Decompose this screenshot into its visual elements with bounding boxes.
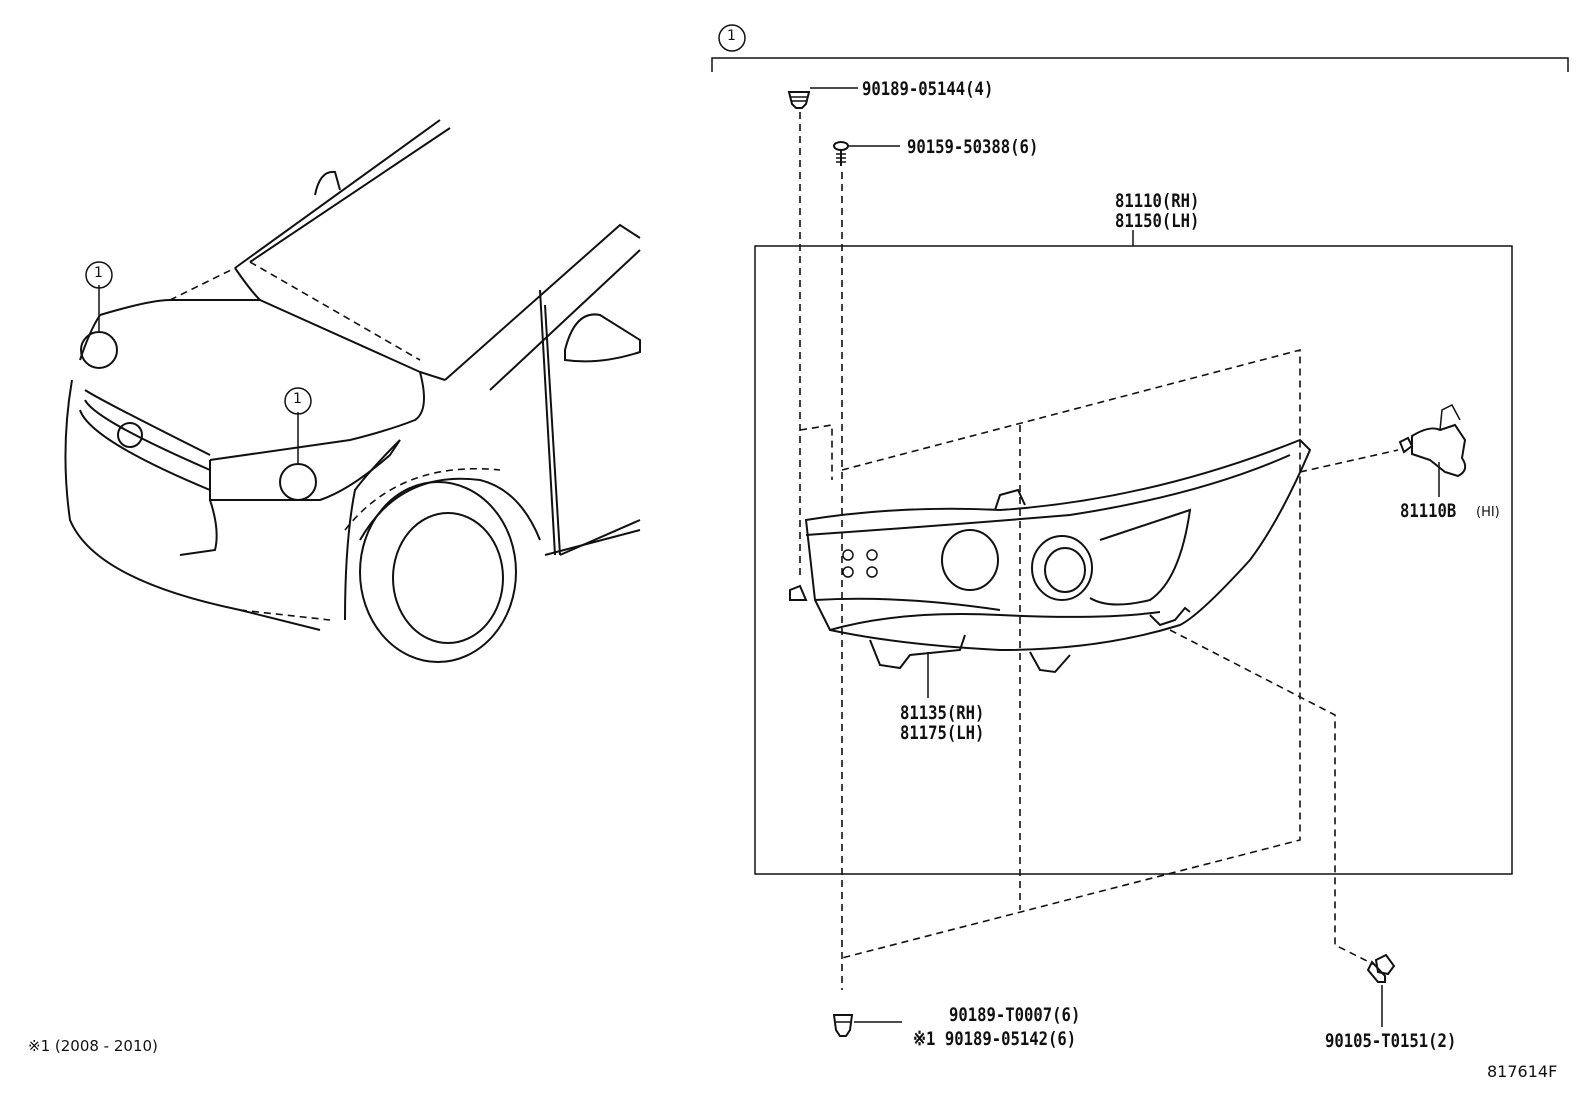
callout-number-top: 1: [727, 28, 736, 44]
part-label-clip-top[interactable]: 90189-05144(4): [862, 78, 994, 100]
part-label-screw-top[interactable]: 90159-50388(6): [907, 136, 1039, 158]
exploded-view: [85, 24, 1569, 1037]
part-label-assembly-rh[interactable]: 81110(RH): [1115, 190, 1200, 212]
part-label-clip-bottom-a[interactable]: 90189-T0007(6): [949, 1004, 1081, 1026]
bulb-note: (HI): [1476, 505, 1500, 520]
bolt-icon: [1366, 953, 1396, 983]
diagram-code: 817614F: [1487, 1062, 1558, 1081]
clip-bottom-icon: [832, 1014, 854, 1037]
part-label-clip-bottom-b[interactable]: ※1 90189-05142(6): [913, 1028, 1077, 1050]
part-label-bulb[interactable]: 81110B: [1400, 500, 1457, 522]
vehicle-illustration: [64, 119, 641, 663]
footnote: ※1 (2008 - 2010): [28, 1037, 158, 1055]
screw-icon: [833, 141, 849, 166]
part-label-assembly-lh[interactable]: 81150(LH): [1115, 210, 1200, 232]
callout-number-left: 1: [94, 265, 103, 281]
part-label-bolt-bottom[interactable]: 90105-T0151(2): [1325, 1030, 1457, 1052]
clip-icon: [787, 91, 811, 109]
part-label-bracket-lh[interactable]: 81175(LH): [900, 722, 985, 744]
bulb-icon: [1398, 404, 1467, 478]
part-label-bracket-rh[interactable]: 81135(RH): [900, 702, 985, 724]
headlamp-assembly-icon: [789, 438, 1312, 674]
callout-number-center: 1: [293, 391, 302, 407]
